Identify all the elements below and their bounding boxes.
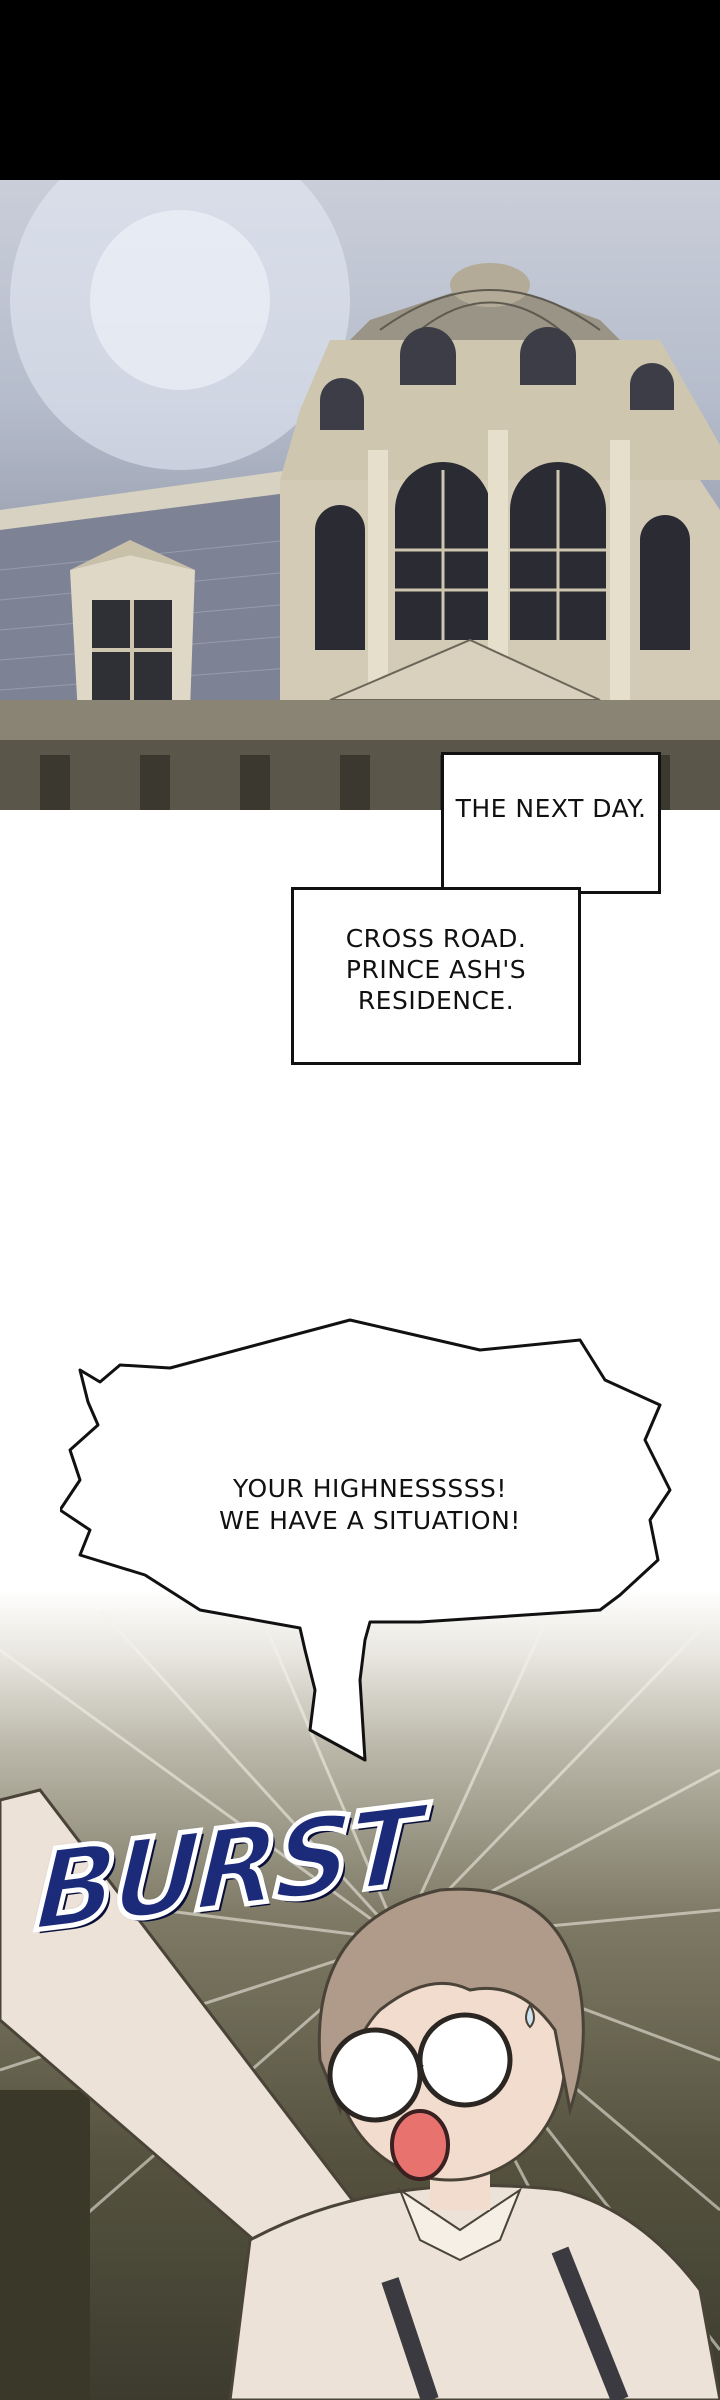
speech-line-2: WE HAVE A SITUATION!	[219, 1506, 521, 1535]
mansion-panel	[0, 180, 720, 810]
sfx-burst: BURST	[30, 1780, 423, 1959]
speech-bubble-shape	[60, 1318, 672, 1762]
caption-location-line-1: CROSS ROAD.	[345, 924, 527, 953]
character-illustration	[0, 1590, 720, 2400]
caption-time: THE NEXT DAY.	[441, 752, 661, 894]
character-panel	[0, 1590, 720, 2400]
speech-text: YOUR HIGHNESSSSS! WE HAVE A SITUATION!	[210, 1473, 530, 1537]
caption-location: CROSS ROAD. PRINCE ASH'S RESIDENCE.	[291, 887, 581, 1065]
speech-bubble: YOUR HIGHNESSSSS! WE HAVE A SITUATION!	[60, 1310, 680, 1790]
speech-line-1: YOUR HIGHNESSSSS!	[233, 1474, 507, 1503]
top-black-band	[0, 0, 720, 180]
caption-location-line-3: RESIDENCE.	[357, 986, 515, 1015]
mansion-illustration	[0, 180, 720, 810]
caption-location-line-2: PRINCE ASH'S	[345, 955, 527, 984]
